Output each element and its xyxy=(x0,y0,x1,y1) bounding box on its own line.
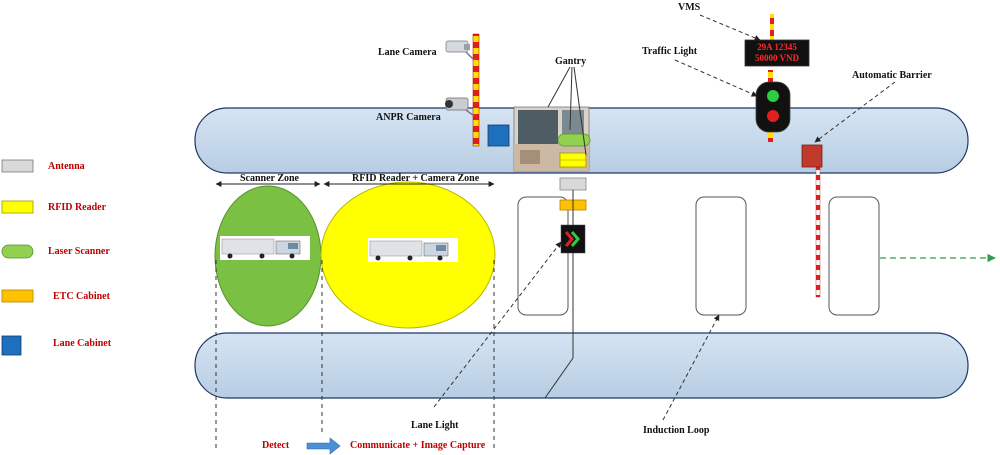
vms-display-line2: 50000 VND xyxy=(754,53,800,63)
legend-lane-cabinet-label: Lane Cabinet xyxy=(53,338,112,349)
truck-camera-zone xyxy=(368,238,458,262)
bottom-island xyxy=(194,332,969,399)
traffic-light-label: Traffic Light xyxy=(642,46,698,57)
automatic-barrier-label: Automatic Barrier xyxy=(852,70,932,81)
legend-rfid-label: RFID Reader xyxy=(48,202,107,213)
lane-light xyxy=(560,224,586,254)
induction-loop-1 xyxy=(517,196,569,316)
vms-board xyxy=(744,39,810,67)
induction-loop-label: Induction Loop xyxy=(643,425,710,436)
rfid-camera-zone-label: RFID Reader + Camera Zone xyxy=(352,173,480,184)
anpr-camera-label: ANPR Camera xyxy=(376,112,441,123)
detect-label: Detect xyxy=(262,440,290,451)
barrier-housing xyxy=(801,144,823,168)
vms-label: VMS xyxy=(678,2,701,13)
induction-loop-2 xyxy=(695,196,747,316)
legend-etc-label: ETC Cabinet xyxy=(53,291,110,302)
lane-camera-pole xyxy=(472,33,480,147)
legend-rfid-swatch xyxy=(1,200,34,214)
legend-lane-cabinet-swatch xyxy=(1,335,22,356)
legend-antenna-label: Antenna xyxy=(48,161,85,172)
truck-scanner-zone xyxy=(220,236,310,260)
barrier-arm xyxy=(815,159,821,298)
vms-pole xyxy=(770,14,774,42)
scanner-zone-label: Scanner Zone xyxy=(240,173,299,184)
gantry-label: Gantry xyxy=(555,56,587,67)
lane-camera-icon xyxy=(445,40,475,61)
lane-cabinet xyxy=(487,124,510,147)
traffic-light xyxy=(755,81,791,133)
induction-loop-3 xyxy=(828,196,880,316)
detect-arrow xyxy=(306,437,341,455)
laser-scanner xyxy=(557,133,591,147)
legend-laser-swatch xyxy=(1,244,34,259)
lane-camera-label: Lane Camera xyxy=(378,47,437,58)
antenna xyxy=(559,177,587,191)
legend-etc-swatch xyxy=(1,289,34,303)
communicate-label: Communicate + Image Capture xyxy=(350,440,486,451)
lane-light-label: Lane Light xyxy=(411,420,459,431)
vms-display-line1: 29A 12345 xyxy=(757,42,797,52)
anpr-camera-icon xyxy=(445,97,475,117)
legend-antenna-swatch xyxy=(1,159,34,173)
legend-laser-label: Laser Scanner xyxy=(48,246,110,257)
